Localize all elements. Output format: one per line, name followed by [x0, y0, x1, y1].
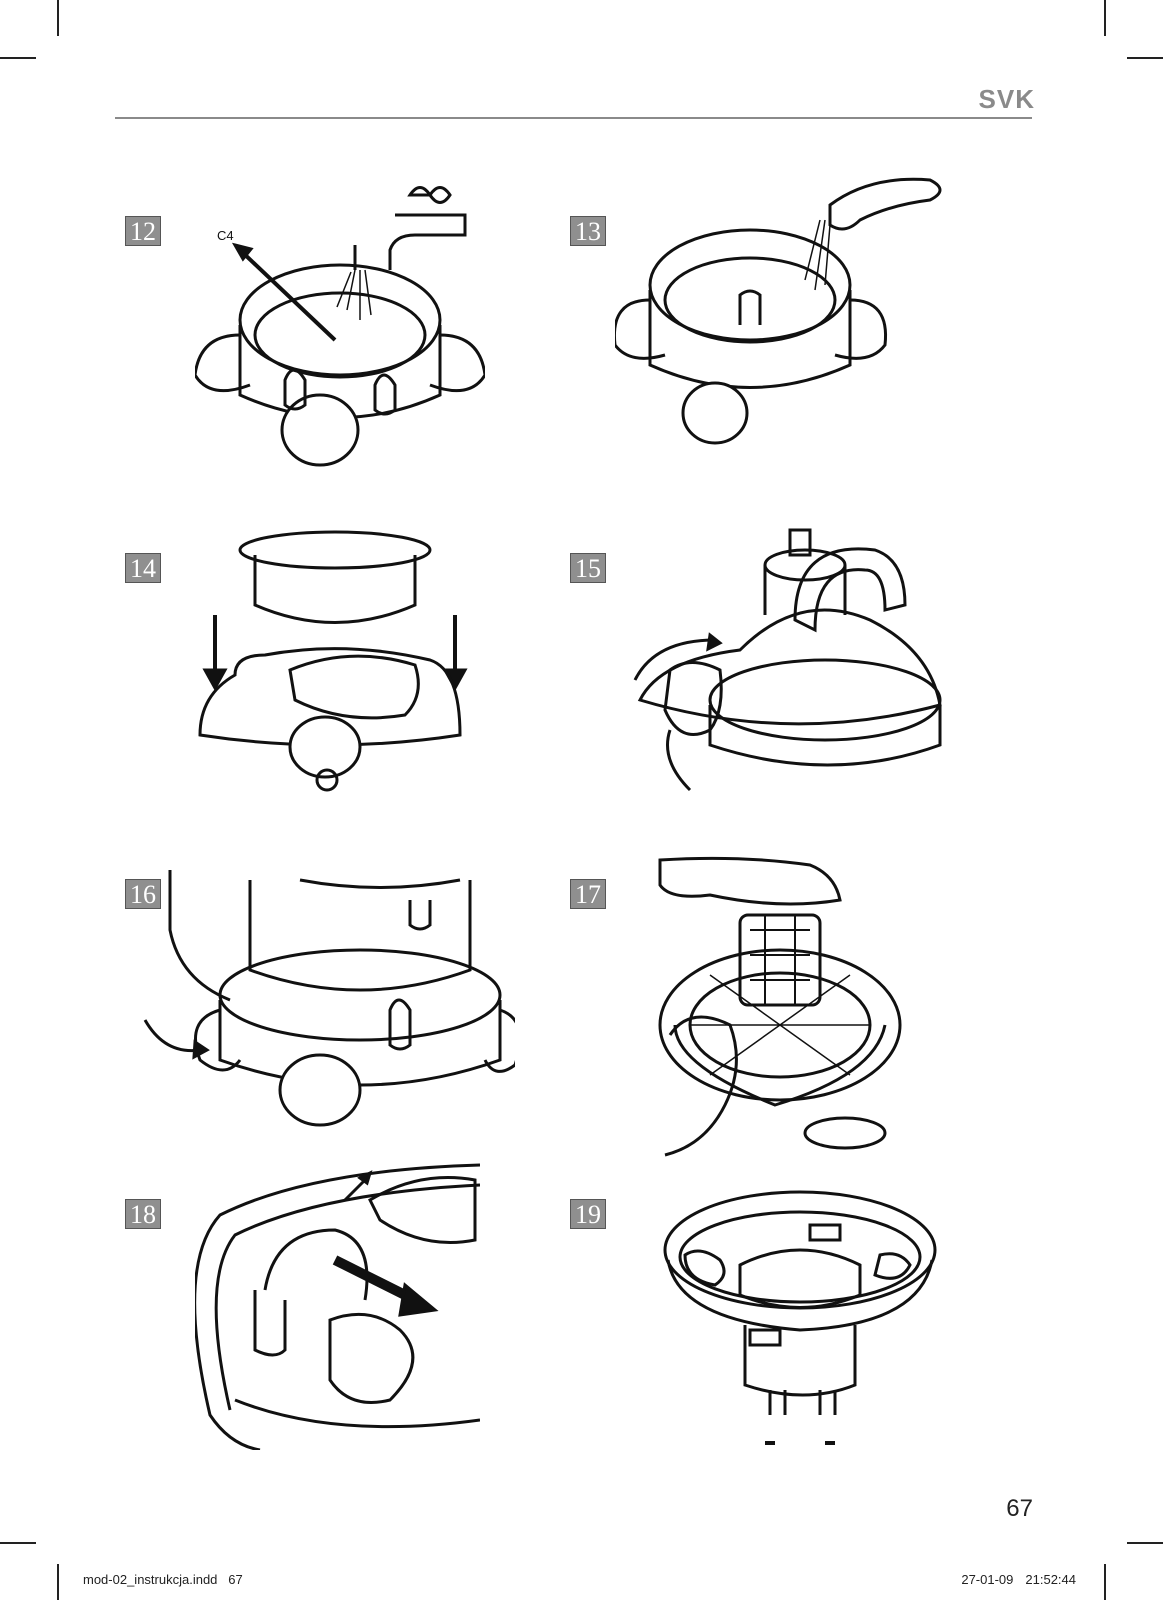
crop-mark — [57, 1564, 59, 1600]
callout-label: C4 — [217, 228, 234, 243]
header-rule — [115, 117, 1032, 119]
tank-pour-out-water-illustration — [615, 175, 950, 460]
crop-mark — [0, 57, 36, 59]
page-number: 67 — [1006, 1495, 1033, 1522]
figure-number: 12 — [125, 216, 161, 246]
figure-number: 18 — [125, 1199, 161, 1229]
crop-mark — [1104, 1564, 1106, 1600]
figure-number: 17 — [570, 879, 606, 909]
rotate-lid-to-lock-illustration — [630, 520, 955, 800]
remove-filter-cage-illustration — [650, 855, 915, 1165]
footer-timestamp: 27-01-09 21:52:44 — [961, 1572, 1076, 1587]
fasten-clip-on-tank-illustration — [140, 860, 515, 1160]
language-code: SVK — [978, 84, 1035, 114]
footer-date: 27-01-09 — [961, 1572, 1014, 1587]
figure-number: 16 — [125, 879, 161, 909]
footer-time: 21:52:44 — [1025, 1572, 1076, 1587]
tank-rinse-under-tap-illustration: C4 — [195, 160, 485, 480]
inner-container-part-illustration — [660, 1185, 940, 1450]
remove-float-valve-illustration — [195, 1160, 480, 1450]
figure-number: 15 — [570, 553, 606, 583]
figure-number: 14 — [125, 553, 161, 583]
footer-file-name: mod-02_instrukcja.indd 67 — [83, 1572, 243, 1587]
crop-mark — [1127, 57, 1163, 59]
figure-number: 19 — [570, 1199, 606, 1229]
crop-mark — [57, 0, 59, 36]
crop-mark — [0, 1542, 36, 1544]
crop-mark — [1127, 1542, 1163, 1544]
insert-container-into-base-illustration — [195, 525, 470, 795]
crop-mark — [1104, 0, 1106, 36]
figure-number: 13 — [570, 216, 606, 246]
